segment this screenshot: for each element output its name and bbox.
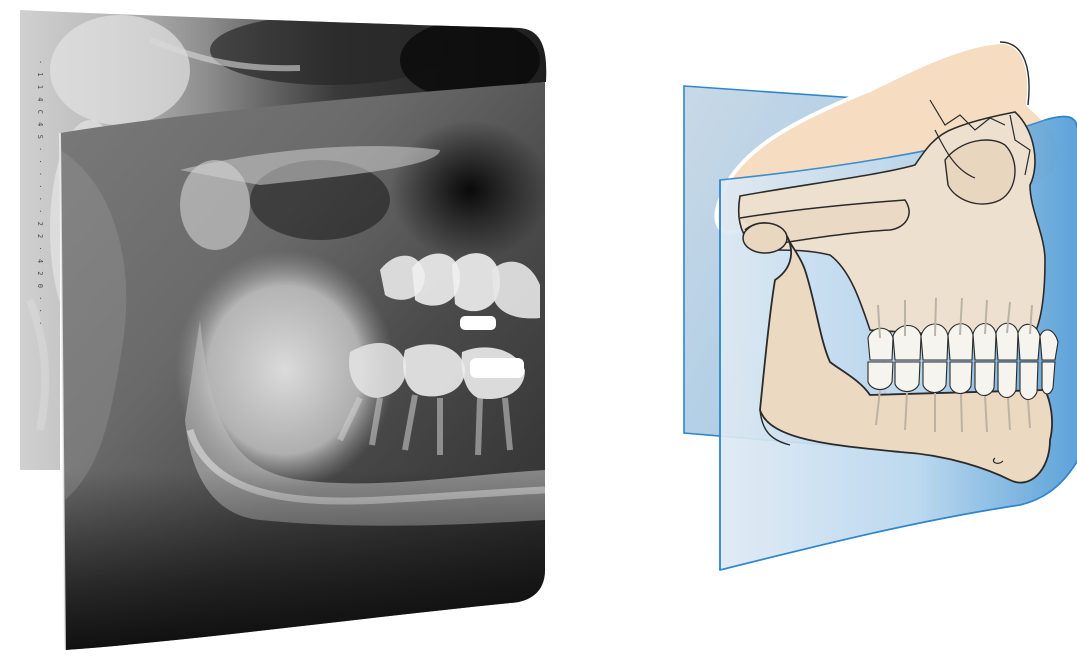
skull-illustration: [684, 42, 1077, 570]
orbit: [945, 140, 1015, 204]
radiograph-film: · 1 1 4 C 4 S · · · · · · 2 2 · 4 2 0 · …: [20, 10, 550, 658]
condyle: [743, 223, 787, 253]
film-front-panel: [60, 82, 550, 658]
film-margin-text: · 1 1 4 C 4 S · · · · · · 2 2 · 4 2 0 · …: [36, 60, 44, 327]
